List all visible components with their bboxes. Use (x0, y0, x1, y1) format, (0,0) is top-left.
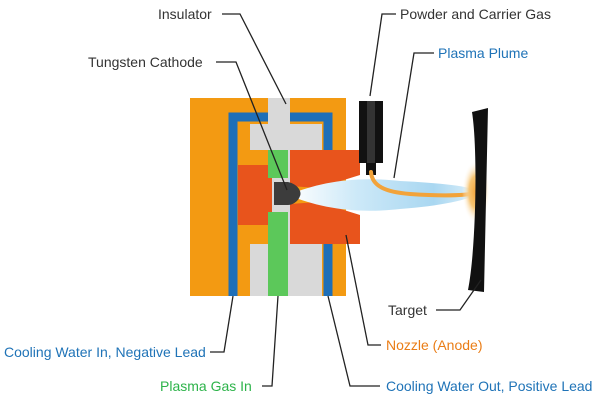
powder-injector-inner (367, 101, 375, 163)
label-plasma-plume: Plasma Plume (438, 45, 529, 61)
nozzle-leader (345, 234, 381, 346)
label-powder-and-carrier-gas: Powder and Carrier Gas (400, 6, 551, 22)
target-leader (436, 279, 482, 311)
cooling-out-leader (327, 295, 380, 387)
label-plasma-gas-in: Plasma Gas In (160, 378, 252, 394)
insulator-block (250, 124, 322, 150)
target-plate (468, 108, 488, 292)
label-target: Target (388, 302, 427, 318)
label-cooling-water-out: Cooling Water Out, Positive Lead (386, 378, 593, 394)
leader-lines (210, 13, 482, 387)
label-tungsten-cathode: Tungsten Cathode (88, 54, 203, 70)
cathode-leader (216, 61, 288, 191)
nozzle-anode-lower (290, 202, 360, 244)
plasma-gas-passage-lower (268, 212, 288, 296)
tungsten-cathode (274, 182, 301, 205)
insulator-leader (222, 13, 287, 105)
powder-injector-tip (366, 163, 376, 175)
plasma-gas-passage-upper (268, 150, 288, 178)
cathode-holder (238, 165, 272, 225)
label-cooling-water-in: Cooling Water In, Negative Lead (4, 344, 206, 360)
nozzle-anode (290, 150, 360, 188)
plume-leader (393, 52, 434, 179)
cooling-in-leader (210, 295, 234, 353)
label-insulator: Insulator (158, 6, 212, 22)
powder-leader (369, 13, 396, 97)
plasma-gas-leader (262, 295, 279, 387)
label-nozzle-anode: Nozzle (Anode) (386, 337, 483, 353)
plasma-plume (288, 179, 482, 211)
